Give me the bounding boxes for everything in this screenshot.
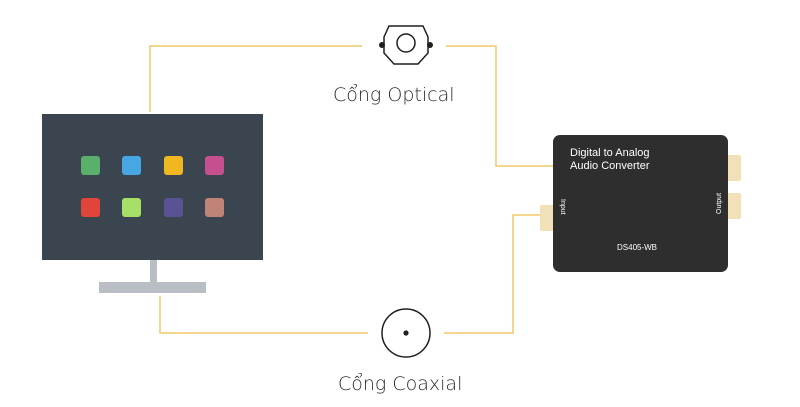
tv-screen	[42, 114, 263, 260]
tv-app-icon	[164, 198, 183, 217]
tv-stand-neck	[150, 260, 157, 282]
tv-stand-base	[99, 282, 206, 293]
device-input-label: Input	[559, 199, 566, 215]
device-output-label: Output	[716, 192, 723, 214]
optical-cable	[149, 45, 553, 167]
device-model-label: DS405-WB	[617, 243, 658, 252]
tv-app-icon	[164, 156, 183, 175]
tv-app-icon	[205, 198, 224, 217]
audio-converter-device	[540, 135, 741, 272]
optical-port-icon	[379, 25, 433, 65]
output-connector-bottom	[724, 193, 741, 219]
tv-app-icon	[122, 198, 141, 217]
optical-port-label: Cổng Optical	[333, 84, 455, 106]
device-body	[553, 135, 728, 272]
tv-app-grid	[81, 156, 224, 217]
device-title-line2: Audio Converter	[570, 160, 650, 172]
tv-app-icon	[81, 156, 100, 175]
tv-app-icon	[205, 156, 224, 175]
output-connector-top	[724, 155, 741, 181]
coaxial-port-icon	[381, 308, 431, 358]
coaxial-port-label: Cổng Coaxial	[338, 373, 463, 395]
device-title-line1: Digital to Analog	[570, 147, 650, 159]
tv-monitor	[42, 114, 263, 293]
tv-app-icon	[81, 198, 100, 217]
input-connector	[540, 205, 557, 231]
tv-app-icon	[122, 156, 141, 175]
coaxial-cable	[159, 214, 540, 334]
